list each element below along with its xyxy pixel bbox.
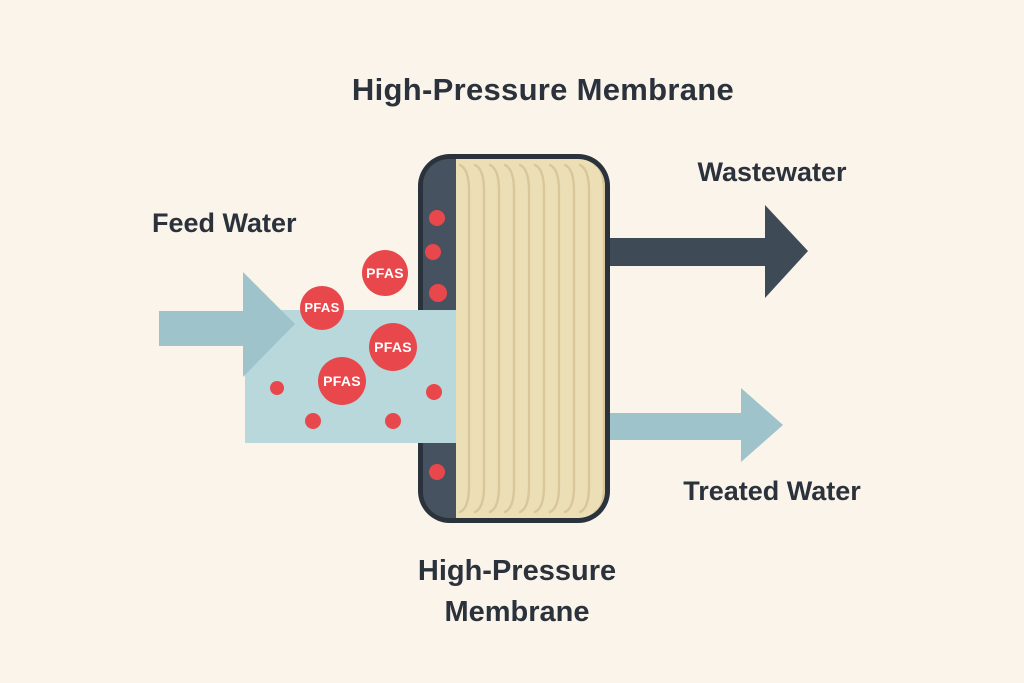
membrane-body <box>456 159 605 518</box>
membrane-stripe-line <box>503 163 516 514</box>
pfas-bubble: PFAS <box>362 250 408 296</box>
membrane-stripes-svg <box>458 163 605 514</box>
membrane-stripe-line <box>548 163 561 514</box>
membrane-stripe-line <box>473 163 486 514</box>
treated-water-label: Treated Water <box>683 476 861 506</box>
feed-water-body <box>245 310 457 443</box>
wastewater-label: Wastewater <box>697 157 847 187</box>
membrane-stripe-line <box>533 163 546 514</box>
diagram-title: High-Pressure Membrane <box>351 72 735 107</box>
membrane-stripe-line <box>518 163 531 514</box>
treated-water-arrow <box>606 388 783 462</box>
membrane-stripe-line <box>593 163 605 514</box>
wastewater-arrow <box>606 205 808 298</box>
membrane-stripe-line <box>488 163 501 514</box>
feed-water-label: Feed Water <box>152 208 297 238</box>
membrane-caption: High-Pressure Membrane <box>418 551 616 633</box>
membrane-caption-line2: Membrane <box>444 596 590 628</box>
membrane-stripe-line <box>563 163 576 514</box>
membrane-stripe-line <box>458 163 471 514</box>
membrane-stripe-line <box>578 163 591 514</box>
membrane-caption-line1: High-Pressure <box>417 555 617 587</box>
